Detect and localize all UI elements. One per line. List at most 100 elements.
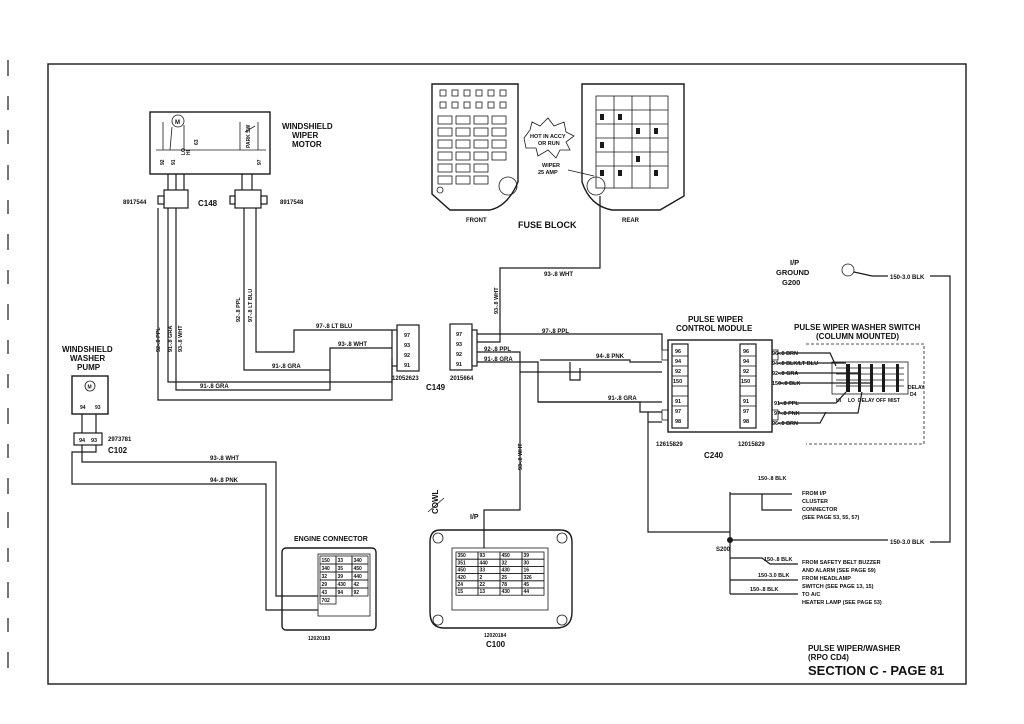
- ground-label-3: G200: [782, 278, 800, 287]
- motor-title-2: WIPER: [292, 131, 318, 140]
- svg-text:93: 93: [404, 343, 410, 349]
- wire-91-gra-v: 91-.8 GRA: [168, 326, 174, 352]
- splice-from-ip-2: CLUSTER: [802, 499, 828, 505]
- wiper-fuse-1: WIPER: [542, 163, 560, 169]
- wiper-motor: M 92 91 LO HI 63 PARK SW 97 WINDSHIELD W…: [149, 111, 333, 175]
- wire-97-ltblu: 97-.8 LT BLU: [316, 324, 352, 330]
- engine-cell-label: 440: [354, 574, 363, 580]
- pulse-wiper-module: PULSE WIPER CONTROL MODULE 96 94 92 150 …: [656, 315, 779, 460]
- c100-cell-label: 39: [524, 553, 530, 559]
- wire-91-gra-r: 91-.8 GRA: [484, 357, 513, 363]
- c100-cell-label: 45: [524, 582, 530, 588]
- motor-title-1: WINDSHIELD: [282, 122, 333, 131]
- splice-blk2: 150-.8 BLK: [764, 557, 792, 563]
- c100-cell-label: 25: [502, 575, 508, 581]
- sw-wire-91: 91-.8 PPL: [774, 401, 799, 407]
- fuse-rear-label: REAR: [622, 218, 640, 224]
- ground-label-2: GROUND: [776, 268, 810, 277]
- wire-92-ppl-r: 92-.8 PPL: [484, 347, 511, 353]
- splice-from-ip-4: (SEE PAGE 53, 55, 57): [802, 515, 860, 521]
- c100-cell-label: 13: [480, 589, 486, 595]
- sw-wire-94: 94-.8 BLK/LT BLU: [772, 361, 818, 367]
- c100-cell-label: 33: [480, 568, 486, 574]
- module-left-part: 12615829: [656, 442, 683, 448]
- wire-93-wht-c100: 93-.8 WHT: [518, 443, 524, 470]
- footer-section: SECTION C - PAGE 81: [808, 663, 944, 678]
- c148-left-part: 8917544: [123, 200, 147, 206]
- c100-cell-label: 450: [458, 568, 467, 574]
- module-l-96: 96: [675, 349, 681, 355]
- svg-text:M: M: [175, 120, 180, 126]
- c102-label: C102: [108, 446, 128, 455]
- hot-label-2: OR RUN: [538, 141, 560, 147]
- c240-label: C240: [704, 451, 724, 460]
- splice-from-ip-1: FROM I/P: [802, 491, 827, 497]
- wire-93-wht: 93-.8 WHT: [338, 342, 367, 348]
- module-r-97: 97: [743, 409, 749, 415]
- module-l-98: 98: [675, 419, 681, 425]
- switch-pos-lo: LO: [848, 398, 855, 404]
- engine-connector: ENGINE CONNECTOR 12020183: [281, 536, 377, 642]
- splice-blk4: 150-.8 BLK: [750, 587, 778, 593]
- washer-pump: WINDSHIELD WASHER PUMP M 94 93: [62, 345, 113, 415]
- wire-91-gra-low: 91-.8 GRA: [608, 396, 637, 402]
- module-l-92: 92: [675, 369, 681, 375]
- engine-cell: [319, 595, 337, 605]
- c100-cell-label: 44: [524, 589, 530, 595]
- splice-to-ac-2: HEATER LAMP (SEE PAGE 53): [802, 600, 882, 606]
- pump-pin-93: 93: [95, 405, 101, 411]
- splice-blk3: 150-3.0 BLK: [758, 573, 790, 579]
- module-r-91: 91: [743, 399, 749, 405]
- engine-cell-label: 32: [322, 574, 328, 580]
- engine-cell-label: 450: [354, 566, 363, 572]
- engine-cell-label: 39: [338, 574, 344, 580]
- footer: PULSE WIPER/WASHER (RPO CD4) SECTION C -…: [808, 644, 944, 678]
- motor-park-sw: PARK SW: [246, 124, 252, 148]
- svg-text:92: 92: [404, 353, 410, 359]
- wire-97-ppl: 97-.8 PPL: [542, 329, 569, 335]
- pump-title-2: WASHER: [70, 354, 105, 363]
- ground-label-1: I/P: [790, 258, 799, 267]
- wire-94-pnk: 94-.8 PNK: [596, 354, 625, 360]
- c148-label: C148: [198, 199, 218, 208]
- pump-pin-94: 94: [80, 405, 86, 411]
- motor-pin-91: 91: [171, 159, 177, 165]
- splice-from-headlamp-2: SWITCH (SEE PAGE 13, 15): [802, 584, 874, 590]
- engine-cell-label: 42: [354, 582, 360, 588]
- switch-pos-off: OFF: [876, 398, 886, 404]
- splice-from-belt-1: FROM SAFETY BELT BUZZER: [802, 560, 881, 566]
- module-right-part: 12015829: [738, 442, 765, 448]
- c100-cell-label: 440: [480, 560, 489, 566]
- sw-wire-150: 150-.8 BLK: [772, 381, 800, 387]
- connector-c148: 8917544 C148 8917548: [123, 189, 304, 209]
- c100-cell-label: 15: [458, 589, 464, 595]
- engine-cell-label: 340: [322, 566, 331, 572]
- engine-cell-label: 94: [338, 590, 344, 596]
- diagram-frame: [47, 63, 967, 685]
- engine-cell-label: 35: [338, 566, 344, 572]
- c149-pin-91: 91: [456, 362, 462, 368]
- switch-pos-delay: DELAY: [858, 398, 875, 404]
- sw-wire-92: 92-.8 GRA: [772, 371, 798, 377]
- c149-right-part: 2015664: [450, 376, 474, 382]
- module-l-94: 94: [675, 359, 682, 365]
- switch-pos-delay2: DELAY: [908, 385, 925, 391]
- c149-pin-93: 93: [456, 342, 462, 348]
- module-r-96: 96: [743, 349, 749, 355]
- c100-cell-label: 22: [480, 582, 486, 588]
- sw-wire-97: 97-.8 PNK: [774, 411, 800, 417]
- connector-c100: COWL I/P 12020184 C100: [427, 489, 573, 649]
- engine-cell-label: 702: [322, 598, 331, 604]
- module-title-1: PULSE WIPER: [688, 315, 743, 324]
- ip-label: I/P: [470, 514, 479, 521]
- c100-cell-label: 24: [458, 582, 464, 588]
- module-l-150: 150: [673, 379, 682, 385]
- wire-92-ppl: 91-.8 GRA: [200, 384, 229, 390]
- wire-97-ltblu-v: 97-.8 LT BLU: [248, 289, 254, 322]
- module-r-98: 98: [743, 419, 749, 425]
- c100-cell-label: 93: [480, 553, 486, 559]
- splice-from-ip-3: CONNECTOR: [802, 507, 837, 513]
- pump-title-1: WINDSHIELD: [62, 345, 113, 354]
